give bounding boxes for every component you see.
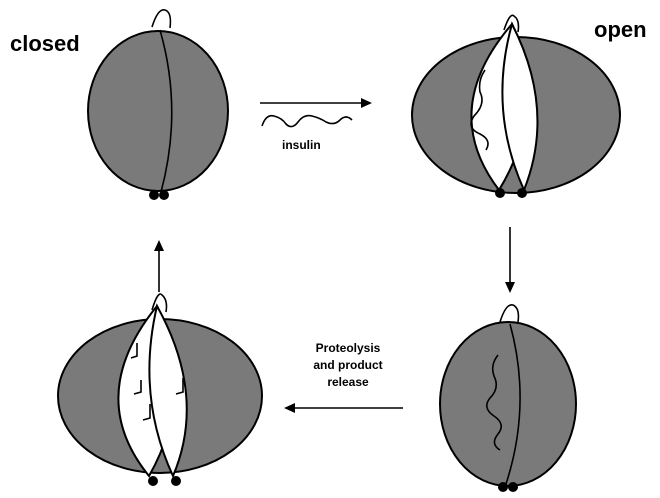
closed-substrate-enzyme	[440, 305, 576, 492]
open-product-enzyme	[58, 294, 262, 486]
closed-empty-top-loop	[152, 10, 170, 28]
proteolysis-label-line-2: and product	[313, 358, 382, 372]
closed-substrate-shell	[440, 322, 576, 486]
closed-substrate-hinge-dot-left	[498, 482, 508, 492]
open-substrate-hinge-dot-left	[495, 188, 505, 198]
insulin-wave-icon	[262, 116, 352, 127]
open-product-hinge-dot-left	[148, 476, 158, 486]
closed-state-label: closed	[10, 31, 80, 56]
insulin-label: insulin	[282, 138, 321, 152]
closed-substrate-hinge-dot-right	[508, 482, 518, 492]
proteolysis-label-line-1: Proteolysis	[316, 341, 381, 355]
closed-empty-hinge-dot-right	[159, 190, 169, 200]
arrow-right-top	[260, 98, 372, 108]
proteolysis-label-line-3: release	[327, 375, 369, 389]
open-substrate-enzyme	[412, 15, 620, 198]
open-substrate-hinge-dot-right	[517, 188, 527, 198]
arrow-left-bottom	[284, 403, 403, 413]
arrow-up-left	[154, 240, 164, 292]
arrow-down-right	[505, 227, 515, 293]
closed-empty-shell	[88, 31, 228, 191]
closed-empty-hinge-dot-left	[149, 190, 159, 200]
open-product-hinge-dot-right	[171, 476, 181, 486]
open-state-label: open	[594, 17, 647, 42]
closed-substrate-top-loop	[500, 305, 518, 322]
closed-empty-enzyme	[88, 10, 228, 200]
